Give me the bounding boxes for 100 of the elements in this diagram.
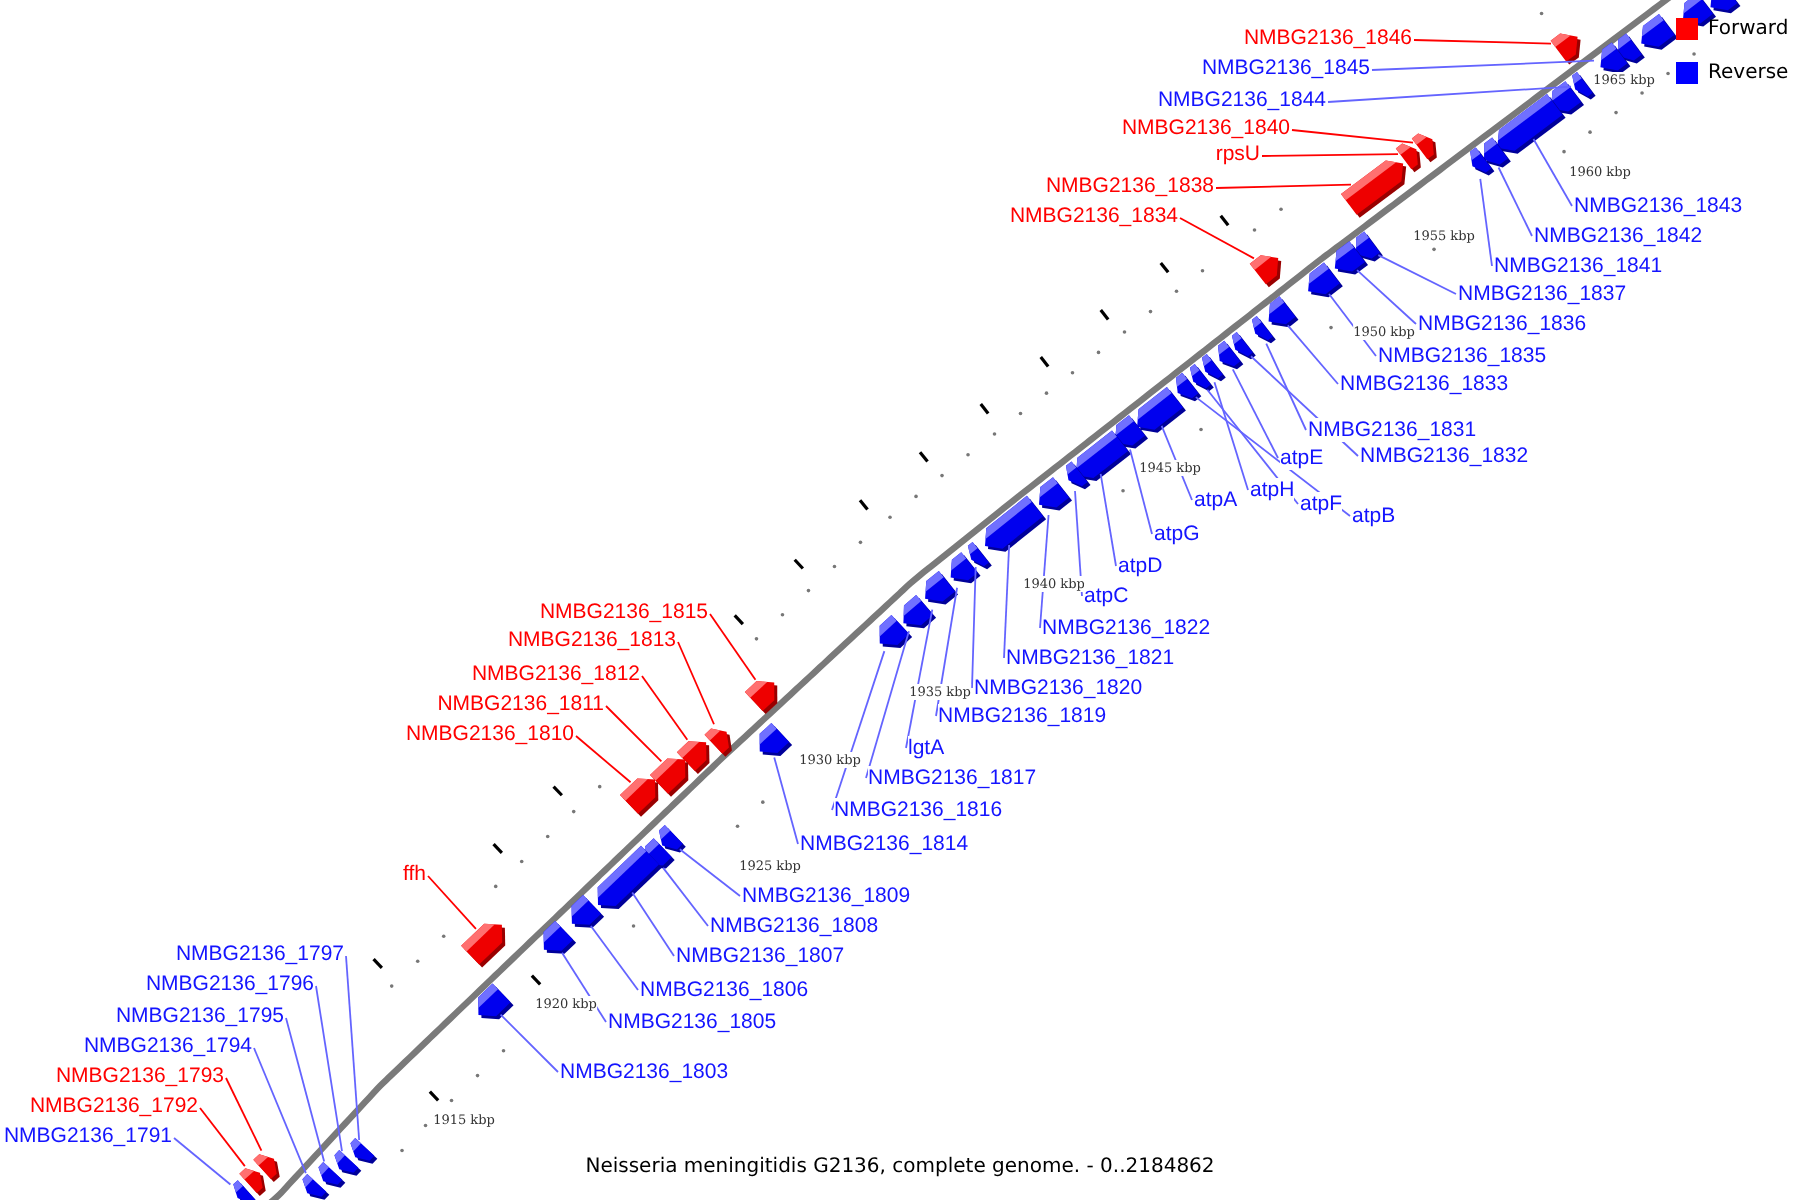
leader-line bbox=[427, 875, 477, 930]
legend-label: Forward bbox=[1708, 18, 1789, 40]
leader-line bbox=[641, 675, 689, 741]
gene-block bbox=[744, 681, 778, 715]
leader-line bbox=[1327, 85, 1572, 103]
gene-label: NMBG2136_1810 bbox=[405, 722, 574, 746]
gene-block bbox=[334, 1150, 362, 1176]
gene-block bbox=[1470, 147, 1495, 176]
gene-label: NMBG2136_1809 bbox=[742, 884, 911, 908]
caption: Neisseria meningitidis G2136, complete genome. - 0..2184862 bbox=[585, 1156, 1215, 1178]
gene-label: ffh bbox=[403, 862, 426, 886]
gene-label: NMBG2136_1803 bbox=[560, 1060, 729, 1084]
leader-line bbox=[1195, 396, 1351, 517]
leader-line bbox=[1206, 388, 1299, 505]
leader-line bbox=[285, 1017, 326, 1163]
leader-line bbox=[631, 891, 675, 957]
gene-label: atpF bbox=[1300, 492, 1343, 516]
gene-label: NMBG2136_1843 bbox=[1574, 194, 1743, 218]
gene-block bbox=[478, 983, 514, 1020]
leader-line bbox=[678, 848, 741, 897]
gene-block bbox=[759, 722, 793, 756]
gene-block bbox=[1039, 477, 1073, 511]
gene-block bbox=[1176, 372, 1202, 402]
gene-label: atpG bbox=[1154, 522, 1200, 546]
leader-line bbox=[575, 735, 632, 784]
gene-block bbox=[1572, 72, 1596, 100]
leader-line bbox=[1479, 177, 1493, 267]
leader-line bbox=[561, 951, 607, 1023]
leader-line bbox=[1039, 514, 1050, 629]
gene-label: NMBG2136_1792 bbox=[29, 1094, 198, 1118]
gene-block bbox=[302, 1174, 330, 1200]
leader-line bbox=[173, 1137, 232, 1186]
gene-label: NMBG2136_1816 bbox=[834, 798, 1003, 822]
gene-block bbox=[1600, 42, 1631, 74]
gene-label: NMBG2136_1846 bbox=[1243, 26, 1412, 50]
leader-line bbox=[1356, 269, 1417, 325]
leader-line bbox=[971, 566, 977, 689]
gene-label: NMBG2136_1833 bbox=[1340, 372, 1509, 396]
gene-label: atpD bbox=[1118, 554, 1163, 578]
gene-block bbox=[1137, 386, 1186, 433]
gene-label: NMBG2136_1796 bbox=[145, 972, 314, 996]
gene-label: NMBG2136_1814 bbox=[800, 832, 969, 856]
gene-block bbox=[1218, 340, 1244, 370]
gene-label: atpH bbox=[1250, 478, 1295, 502]
leader-line bbox=[253, 1047, 307, 1175]
leader-line bbox=[831, 650, 886, 811]
leader-line bbox=[709, 613, 757, 681]
gene-block bbox=[1308, 262, 1343, 298]
gene-label: NMBG2136_1805 bbox=[608, 1010, 777, 1034]
leader-line bbox=[865, 630, 910, 779]
leader-line bbox=[1213, 381, 1249, 491]
gene-label: atpC bbox=[1084, 584, 1129, 608]
gene-label: NMBG2136_1791 bbox=[3, 1124, 172, 1148]
leader-line bbox=[1265, 342, 1307, 431]
leader-line bbox=[677, 641, 715, 726]
gene-label: NMBG2136_1840 bbox=[1121, 116, 1290, 140]
leader-line bbox=[499, 1013, 559, 1073]
gene-label: NMBG2136_1842 bbox=[1534, 224, 1703, 248]
gene-block bbox=[1249, 255, 1282, 288]
leader-line bbox=[773, 756, 799, 845]
gene-label: NMBG2136_1813 bbox=[507, 628, 676, 652]
gene-label: NMBG2136_1794 bbox=[83, 1034, 252, 1058]
gene-block bbox=[1268, 296, 1299, 328]
leader-line bbox=[1129, 448, 1153, 535]
leader-line bbox=[1179, 217, 1255, 260]
leader-line bbox=[1215, 183, 1352, 189]
leader-line bbox=[1497, 166, 1533, 237]
leader-line bbox=[1003, 544, 1011, 659]
leader-line bbox=[605, 705, 663, 763]
gene-block bbox=[903, 595, 937, 629]
gene-block bbox=[571, 894, 605, 928]
leader-line bbox=[590, 925, 639, 991]
gene-block bbox=[597, 845, 662, 909]
gene-block bbox=[318, 1162, 346, 1188]
gene-label: NMBG2136_1837 bbox=[1458, 282, 1627, 306]
gene-label: NMBG2136_1822 bbox=[1042, 616, 1211, 640]
leader-line bbox=[935, 586, 958, 717]
gene-label: atpE bbox=[1280, 446, 1324, 470]
gene-label: rpsU bbox=[1215, 142, 1260, 166]
gene-label: NMBG2136_1831 bbox=[1308, 418, 1477, 442]
leader-line bbox=[905, 608, 934, 749]
gene-block bbox=[1550, 33, 1581, 65]
leader-line bbox=[1377, 254, 1457, 295]
gene-label: NMBG2136_1841 bbox=[1494, 254, 1663, 278]
gene-label: NMBG2136_1797 bbox=[175, 942, 344, 966]
gene-block bbox=[543, 920, 577, 954]
gene-label: NMBG2136_1812 bbox=[471, 662, 640, 686]
gene-label: NMBG2136_1832 bbox=[1360, 444, 1529, 468]
leader-line bbox=[1291, 129, 1414, 144]
gene-label: atpA bbox=[1194, 488, 1238, 512]
gene-label: NMBG2136_1845 bbox=[1201, 56, 1370, 80]
leader-line bbox=[225, 1077, 263, 1152]
gene-label: NMBG2136_1807 bbox=[676, 944, 845, 968]
leader-line bbox=[1371, 59, 1595, 71]
gene-label: NMBG2136_1820 bbox=[974, 676, 1143, 700]
gene-block bbox=[1075, 430, 1132, 482]
gene-label: NMBG2136_1834 bbox=[1009, 204, 1178, 228]
gene-block bbox=[925, 571, 959, 605]
gene-block bbox=[1252, 316, 1276, 344]
gene-block bbox=[233, 1180, 259, 1200]
